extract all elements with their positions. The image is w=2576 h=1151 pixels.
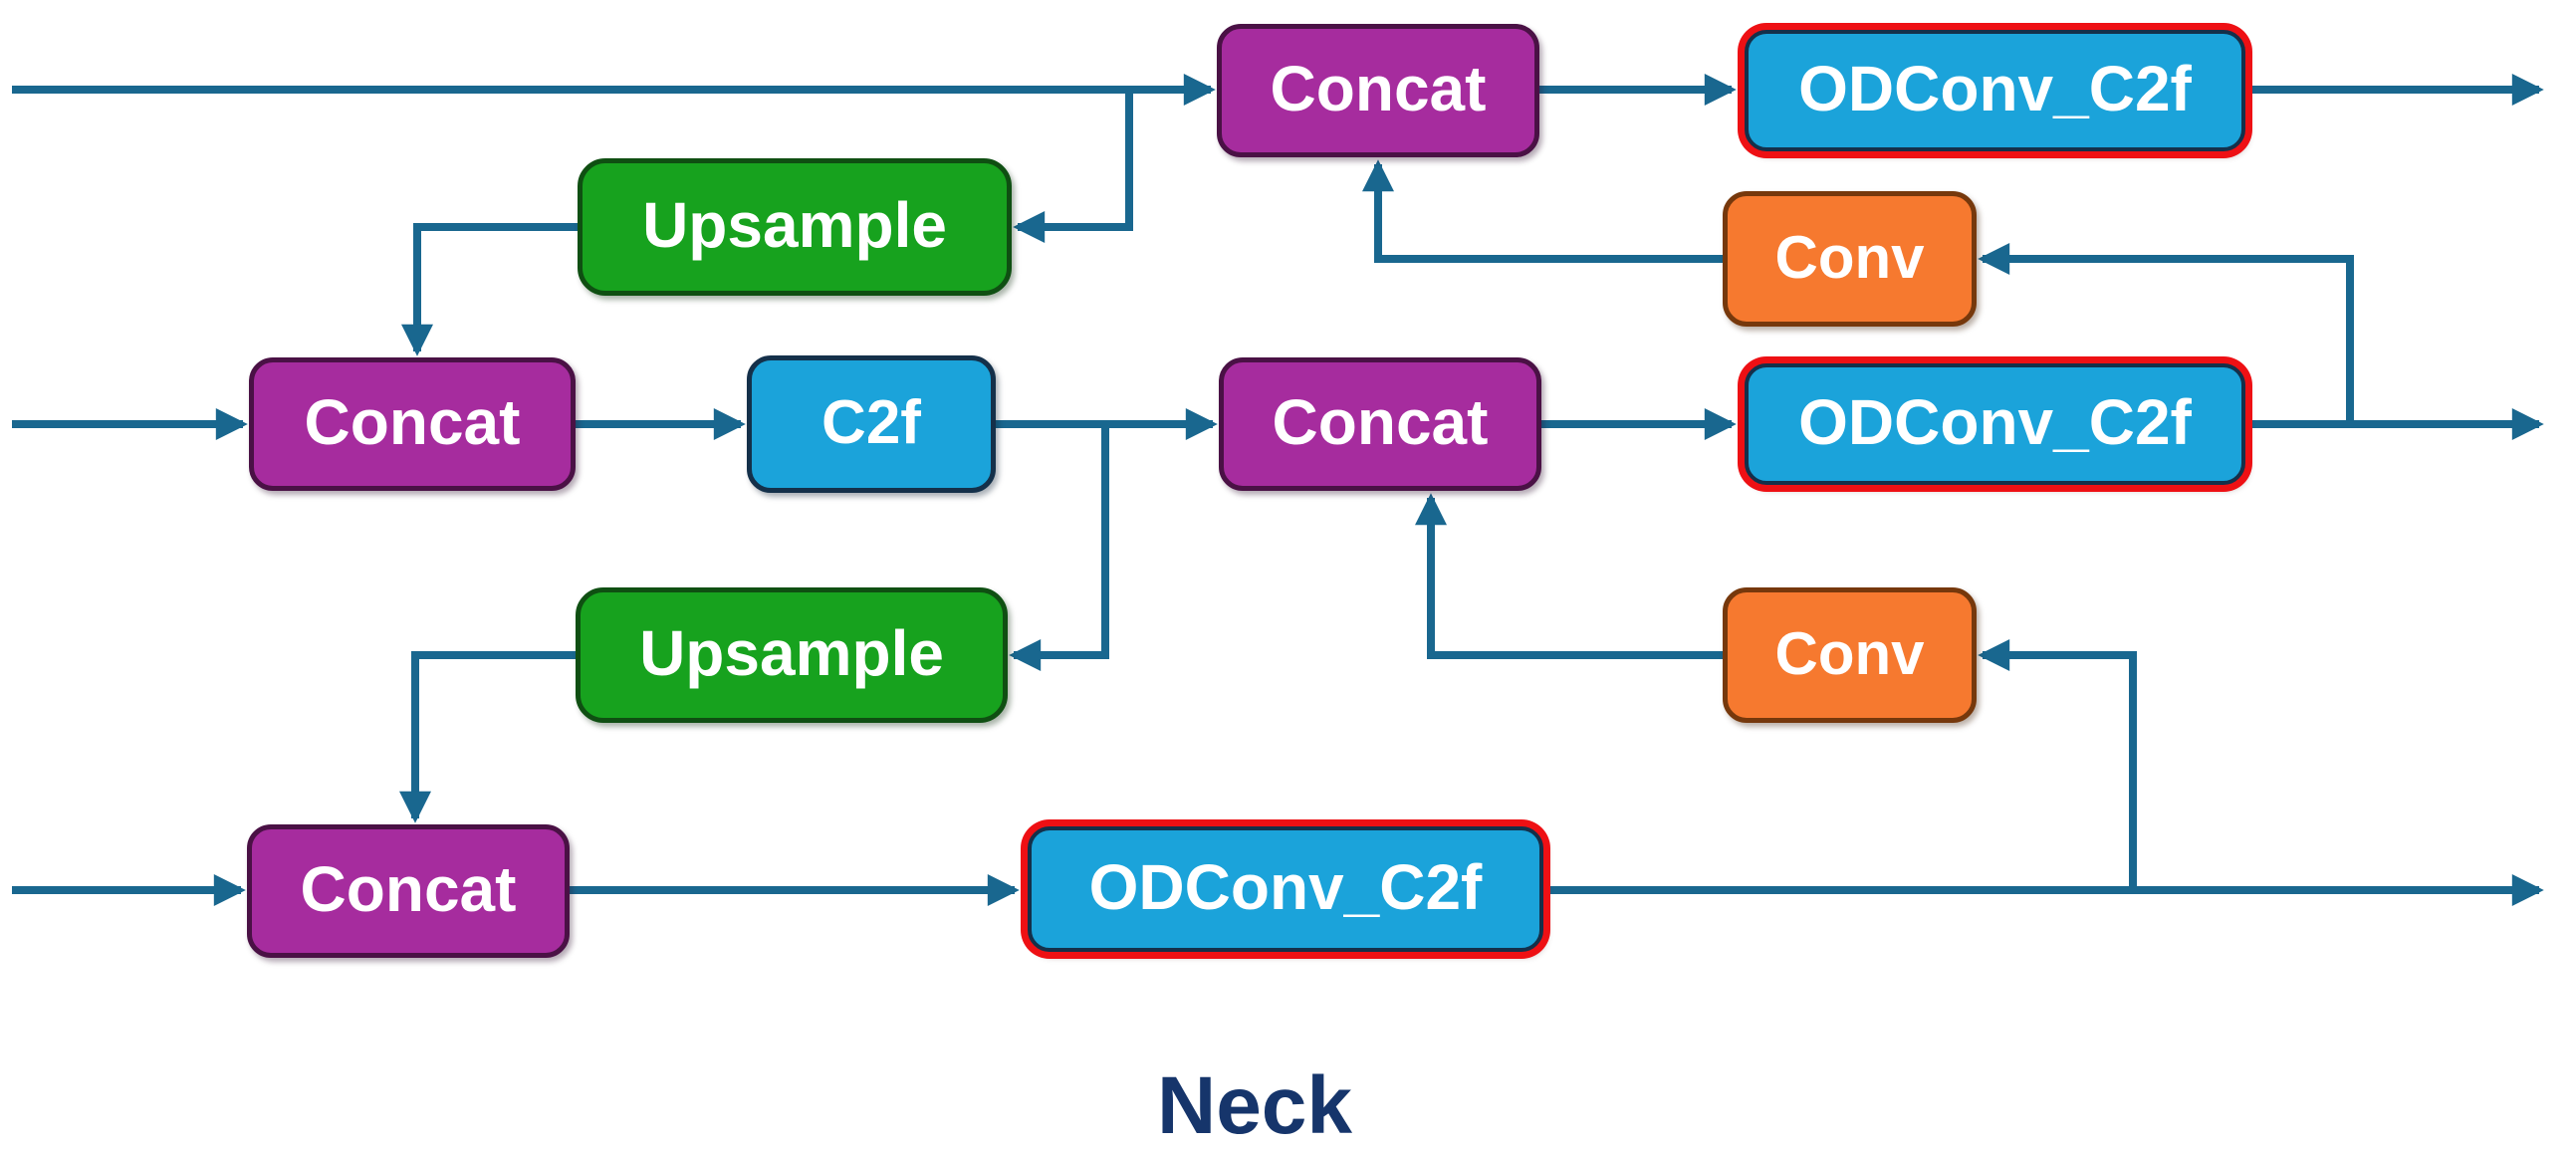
connector-conv-top-to-concat-top bbox=[1362, 159, 1723, 263]
node-label: Conv bbox=[1774, 223, 1925, 291]
node-label: Upsample bbox=[642, 189, 947, 261]
node-concat-bottom: Concat bbox=[247, 824, 570, 958]
node-label: C2f bbox=[821, 387, 921, 457]
node-label: ODConv_C2f bbox=[1798, 386, 2192, 458]
connector-riser-to-conv-top bbox=[1978, 243, 2354, 424]
connector-upsample-top-to-concat-left bbox=[401, 223, 578, 356]
connector-branch-top-to-upsample-top bbox=[1013, 90, 1133, 243]
node-label: Concat bbox=[1272, 386, 1489, 458]
node-upsample-top: Upsample bbox=[578, 158, 1012, 296]
node-label: Conv bbox=[1774, 619, 1925, 687]
node-label: Concat bbox=[1270, 53, 1487, 124]
node-c2f: C2f bbox=[747, 355, 996, 493]
node-label: ODConv_C2f bbox=[1088, 851, 1483, 923]
node-label: Concat bbox=[300, 853, 517, 925]
connector-conv-bottom-to-concat-mid bbox=[1415, 493, 1723, 659]
node-label: Upsample bbox=[639, 617, 944, 689]
connector-riser-to-conv-bottom bbox=[1978, 639, 2137, 890]
connector-upsample-bottom-to-concat-bottom bbox=[399, 651, 576, 823]
node-upsample-bottom: Upsample bbox=[576, 587, 1008, 723]
node-odconv-c2f-top: ODConv_C2f bbox=[1745, 30, 2245, 151]
node-label: Concat bbox=[304, 386, 521, 458]
connector-branch-mid-to-upsample-bottom bbox=[1009, 424, 1109, 671]
node-odconv-c2f-bottom: ODConv_C2f bbox=[1028, 826, 1543, 952]
node-odconv-c2f-mid: ODConv_C2f bbox=[1745, 363, 2245, 485]
node-concat-top: Concat bbox=[1217, 24, 1539, 157]
node-conv-bottom: Conv bbox=[1723, 587, 1977, 723]
diagram-title: Neck bbox=[1156, 1060, 1353, 1151]
node-concat-mid: Concat bbox=[1219, 357, 1541, 491]
node-conv-top: Conv bbox=[1723, 191, 1977, 327]
node-label: ODConv_C2f bbox=[1798, 53, 2192, 124]
node-concat-left: Concat bbox=[249, 357, 576, 491]
